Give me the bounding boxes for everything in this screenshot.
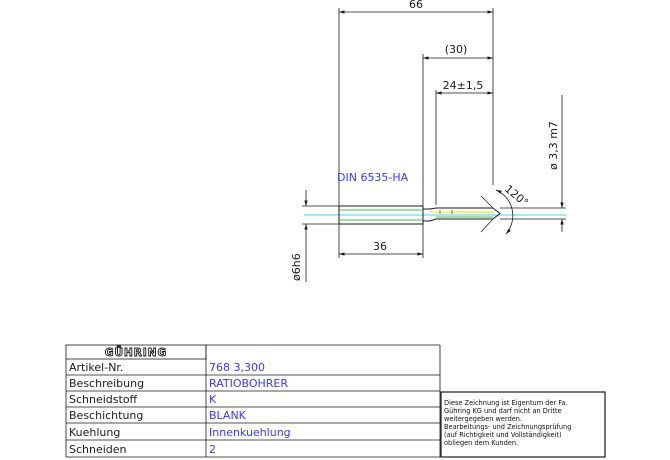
point-angle-arc xyxy=(495,189,514,235)
flute-outline xyxy=(423,207,493,210)
dim-point-angle: 120° xyxy=(502,182,531,209)
drill-tip xyxy=(492,207,501,220)
ownership-note-line-3: weitergegeben werden. xyxy=(444,415,522,423)
value-kuehlung: Innenkuehlung xyxy=(209,426,291,439)
shank xyxy=(338,205,424,225)
label-schneiden: Schneiden xyxy=(69,443,127,456)
standard-label: DIN 6535-HA xyxy=(337,171,409,184)
dim-overall-length: 66 xyxy=(409,0,423,11)
label-kuehlung: Kuehlung xyxy=(69,426,120,439)
ownership-note-line-6: obliegen dem Kunden. xyxy=(444,439,518,447)
dim-shank-dia: ø6h6 xyxy=(290,253,303,281)
label-artikel-nr: Artikel-Nr. xyxy=(69,361,123,374)
value-beschreibung: RATIOBOHRER xyxy=(209,377,288,390)
ownership-note-line-5: (auf Richtigkeit und Vollständigkeit) xyxy=(444,431,562,439)
value-beschichtung: BLANK xyxy=(209,409,247,422)
dim-flute-length: 24±1,5 xyxy=(443,79,484,92)
ownership-note-line-1: Diese Zeichnung ist Eigentum der Fa. xyxy=(444,399,568,407)
extension-lines xyxy=(302,8,566,258)
label-schneidstoff: Schneidstoff xyxy=(69,393,138,406)
dimension-lines xyxy=(304,10,564,282)
value-schneiden: 2 xyxy=(209,443,216,456)
ownership-note-line-4: Bearbeitungs- und Zeichnungsprüfung xyxy=(444,423,571,431)
dim-shank-length: 36 xyxy=(373,240,387,253)
drill-body xyxy=(304,189,566,235)
dim-drill-dia: ø 3,3 m7 xyxy=(547,121,560,170)
label-beschreibung: Beschreibung xyxy=(69,377,144,390)
title-block xyxy=(65,344,606,458)
value-artikel-nr: 768 3,300 xyxy=(209,361,265,374)
label-beschichtung: Beschichtung xyxy=(69,409,143,422)
guehring-logo: GÜHRING xyxy=(105,345,167,359)
note-box xyxy=(440,391,606,458)
ownership-note-line-2: Gühring KG und darf nicht an Dritte xyxy=(444,407,562,415)
value-schneidstoff: K xyxy=(209,393,217,406)
dim-ref-length: (30) xyxy=(445,43,468,56)
